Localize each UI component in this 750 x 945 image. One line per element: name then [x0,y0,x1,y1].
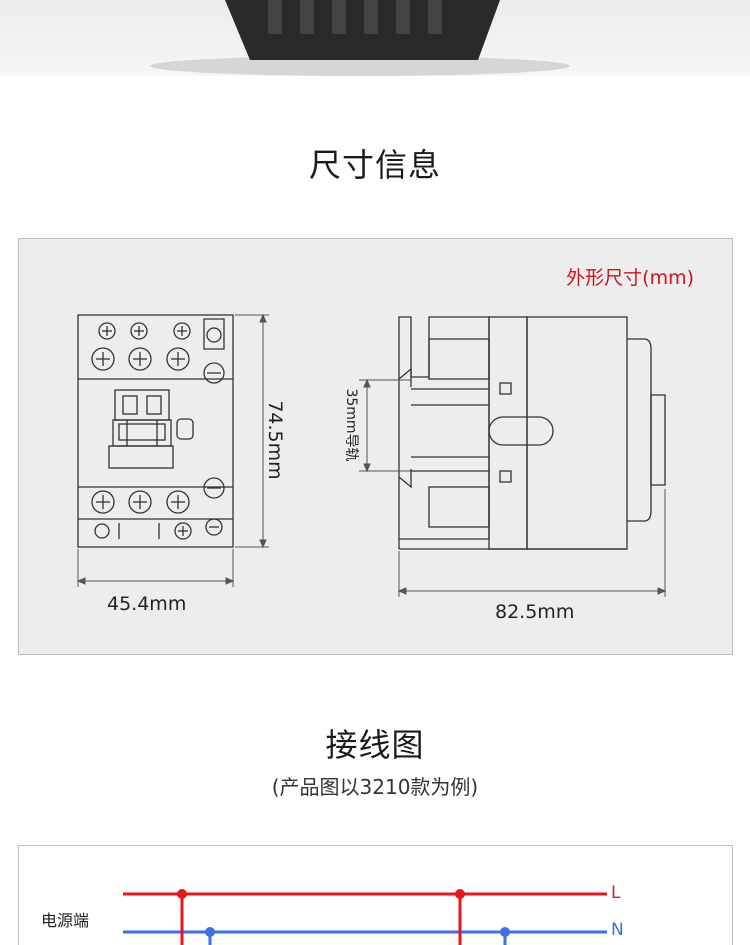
front-width-dimension [76,549,235,587]
dimension-drawing [76,313,667,597]
side-view [398,316,666,550]
rail-label: 35mm导轨 [343,388,359,462]
dimensions-title: 尺寸信息 [308,146,441,184]
front-view [77,314,234,548]
side-depth-dimension [397,489,667,597]
wiring-title: 接线图 [325,726,425,764]
dimension-drawing-panel: 外形尺寸(mm) 45.4mm 74.5mm 82.5mm 35mm导轨 [18,238,733,655]
wiring-diagram-panel: 电源端 L N [18,845,733,945]
wiring-subtitle: (产品图以3210款为例) [271,775,479,799]
front-width-label: 45.4mm [107,593,187,615]
line-n-label: N [611,920,624,940]
wiring-diagram [123,889,607,945]
front-height-label: 74.5mm [264,400,286,480]
rail-dimension [359,378,411,473]
front-height-dimension [235,313,269,549]
side-depth-label: 82.5mm [495,601,575,623]
dimension-legend: 外形尺寸(mm) [566,267,694,289]
product-photo-strip [0,0,750,76]
line-l-label: L [611,883,621,903]
power-source-label: 电源端 [41,911,90,930]
product-photo-image [150,0,570,76]
